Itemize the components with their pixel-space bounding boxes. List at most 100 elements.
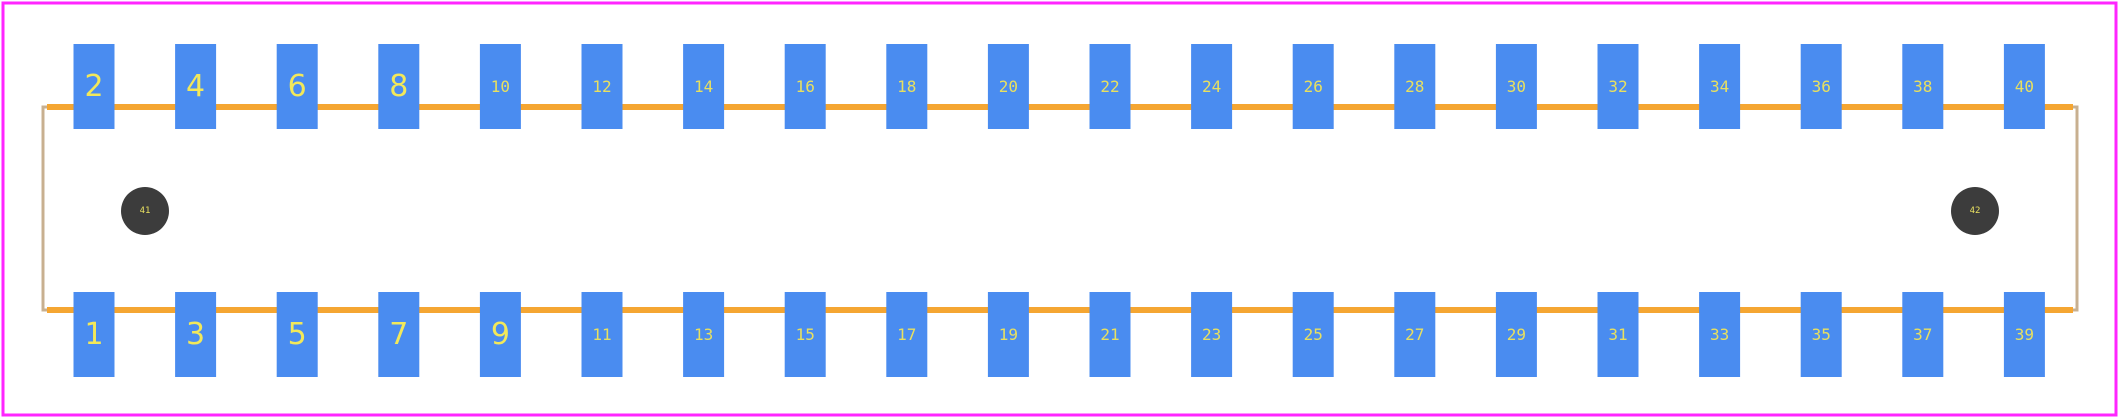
pad-1-label: 1: [84, 317, 103, 352]
pad-11-label: 11: [592, 325, 611, 344]
pad-3: 3: [175, 292, 217, 377]
pad-36: 36: [1800, 44, 1842, 129]
pad-24: 24: [1191, 44, 1233, 129]
pad-18-label: 18: [897, 77, 916, 96]
pad-1: 1: [73, 292, 115, 377]
pad-27-label: 27: [1405, 325, 1424, 344]
pad-4-label: 4: [186, 69, 205, 104]
pad-34: 34: [1699, 44, 1741, 129]
pad-8: 8: [378, 44, 420, 129]
pad-3-label: 3: [186, 317, 205, 352]
pad-24-copper: [1191, 44, 1233, 129]
pad-27: 27: [1394, 292, 1436, 377]
pad-21: 21: [1089, 292, 1131, 377]
pad-21-copper: [1089, 292, 1131, 377]
pad-5-copper: [276, 292, 318, 377]
pad-26: 26: [1292, 44, 1334, 129]
pad-40-label: 40: [2015, 77, 2034, 96]
pad-38: 38: [1902, 44, 1944, 129]
pad-26-label: 26: [1304, 77, 1323, 96]
pad-16: 16: [784, 44, 826, 129]
pad-30-copper: [1495, 44, 1537, 129]
mounting-hole-42-label: 42: [1970, 206, 1981, 216]
pad-5: 5: [276, 292, 318, 377]
pad-14-copper: [683, 44, 725, 129]
pad-20: 20: [987, 44, 1029, 129]
pad-30: 30: [1495, 44, 1537, 129]
pad-13-label: 13: [694, 325, 713, 344]
pad-20-label: 20: [999, 77, 1018, 96]
pad-12: 12: [581, 44, 623, 129]
pad-26-copper: [1292, 44, 1334, 129]
pad-7-copper: [378, 292, 420, 377]
pad-6: 6: [276, 44, 318, 129]
pad-23-label: 23: [1202, 325, 1221, 344]
pad-33-label: 33: [1710, 325, 1729, 344]
pad-22: 22: [1089, 44, 1131, 129]
pad-32-label: 32: [1608, 77, 1627, 96]
pad-9-copper: [479, 292, 521, 377]
pad-22-copper: [1089, 44, 1131, 129]
pad-22-label: 22: [1100, 77, 1119, 96]
body-outline-left: [41, 105, 59, 312]
pad-32: 32: [1597, 44, 1639, 129]
mounting-holes: 41 42: [121, 187, 1999, 235]
pad-33: 33: [1699, 292, 1741, 377]
pad-29: 29: [1495, 292, 1537, 377]
pad-11: 11: [581, 292, 623, 377]
pad-14-label: 14: [694, 77, 713, 96]
pad-34-copper: [1699, 44, 1741, 129]
pad-34-label: 34: [1710, 77, 1729, 96]
pad-17-copper: [886, 292, 928, 377]
pad-18-copper: [886, 44, 928, 129]
pad-5-label: 5: [288, 317, 307, 352]
pad-6-copper: [276, 44, 318, 129]
pad-13-copper: [683, 292, 725, 377]
pad-25-label: 25: [1304, 325, 1323, 344]
pad-7-label: 7: [389, 317, 408, 352]
pad-9-label: 9: [491, 317, 510, 352]
pad-24-label: 24: [1202, 77, 1221, 96]
pad-35-copper: [1800, 292, 1842, 377]
pad-35-label: 35: [1812, 325, 1831, 344]
pad-6-label: 6: [288, 69, 307, 104]
pad-4-copper: [175, 44, 217, 129]
pad-37: 37: [1902, 292, 1944, 377]
component-body-outline: [41, 105, 2079, 312]
pad-12-copper: [581, 44, 623, 129]
pad-33-copper: [1699, 292, 1741, 377]
mounting-hole-42-pad: [1951, 187, 1999, 235]
pad-21-label: 21: [1100, 325, 1119, 344]
pad-28-label: 28: [1405, 77, 1424, 96]
body-outline-right: [2061, 105, 2079, 312]
pad-14: 14: [683, 44, 725, 129]
pad-8-label: 8: [389, 69, 408, 104]
mounting-hole-41-label: 41: [140, 206, 151, 216]
mounting-hole-41: 41: [121, 187, 169, 235]
pad-15: 15: [784, 292, 826, 377]
pad-29-label: 29: [1507, 325, 1526, 344]
pad-11-copper: [581, 292, 623, 377]
pad-40-copper: [2003, 44, 2045, 129]
pad-19: 19: [987, 292, 1029, 377]
pad-36-label: 36: [1812, 77, 1831, 96]
pad-39-copper: [2003, 292, 2045, 377]
pad-16-copper: [784, 44, 826, 129]
pad-18: 18: [886, 44, 928, 129]
pad-13: 13: [683, 292, 725, 377]
pad-10-copper: [479, 44, 521, 129]
pad-17: 17: [886, 292, 928, 377]
pad-38-label: 38: [1913, 77, 1932, 96]
pad-19-copper: [987, 292, 1029, 377]
pad-30-label: 30: [1507, 77, 1526, 96]
pad-40: 40: [2003, 44, 2045, 129]
pad-31: 31: [1597, 292, 1639, 377]
pad-35: 35: [1800, 292, 1842, 377]
pad-36-copper: [1800, 44, 1842, 129]
pad-31-label: 31: [1608, 325, 1627, 344]
pad-9: 9: [479, 292, 521, 377]
pad-28: 28: [1394, 44, 1436, 129]
